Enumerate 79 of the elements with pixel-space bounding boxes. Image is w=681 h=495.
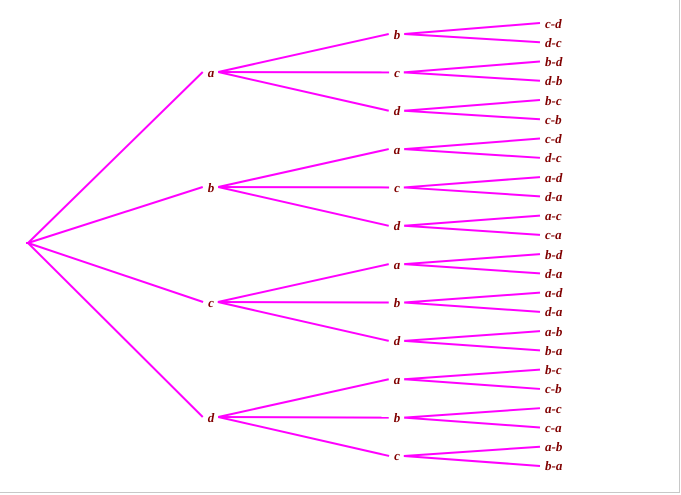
branch-line (404, 186, 540, 198)
branch-line (404, 138, 540, 150)
branch-line (404, 224, 540, 236)
outcome-label: a-d (545, 170, 562, 185)
branch-label: d (394, 103, 400, 118)
branch-line (404, 22, 540, 35)
outcome-label: d-a (545, 266, 562, 281)
branch-line (404, 71, 540, 82)
branch-line (27, 71, 204, 244)
outcome-label: a-c (545, 400, 562, 416)
outcome-label: d-c (545, 150, 562, 166)
branch-line (404, 60, 540, 74)
branch-line (404, 407, 540, 419)
branch-line (404, 110, 540, 120)
branch-line (404, 368, 540, 380)
outcome-label: b-d (545, 246, 562, 262)
branch-line (404, 253, 540, 266)
branch-label: d (394, 333, 400, 348)
branch-label: b (394, 26, 400, 42)
branch-line (404, 263, 540, 274)
branch-label: b (394, 410, 400, 426)
outcome-label: b-a (545, 458, 562, 474)
branch-label: a (394, 256, 400, 272)
branch-line (404, 330, 540, 342)
outcome-label: b-c (545, 362, 562, 378)
branch-line (28, 186, 204, 244)
outcome-label: c-d (545, 16, 562, 30)
outcome-label: a-d (545, 285, 562, 300)
outcome-label: d-a (545, 304, 562, 320)
outcome-label: c-a (545, 420, 562, 435)
outcome-label: c-b (545, 381, 562, 396)
branch-label: a (394, 142, 400, 157)
branch-line (404, 214, 540, 227)
branch-line (218, 378, 389, 418)
branch-line (404, 340, 540, 352)
branch-line (27, 242, 204, 418)
branch-line (404, 176, 540, 188)
branch-line (404, 33, 540, 44)
outcome-label: d-c (545, 34, 562, 50)
branch-label: b (394, 295, 400, 310)
outcome-label: d-b (545, 73, 562, 88)
branch-line (218, 71, 390, 74)
branch-label: c (208, 294, 214, 310)
branch-line (404, 378, 540, 390)
outcome-label: b-d (545, 54, 562, 70)
branch-label: a (208, 64, 214, 80)
branch-line (218, 263, 389, 303)
outcome-label: b-c (545, 92, 562, 108)
branch-line (218, 186, 389, 227)
branch-line (218, 33, 389, 73)
branch-line (218, 71, 389, 112)
branch-line (218, 148, 389, 188)
branch-line (404, 99, 540, 112)
branch-line (218, 416, 389, 419)
outcome-label: a-b (545, 439, 562, 454)
branch-line (218, 301, 389, 342)
outcome-label: c-a (545, 227, 562, 242)
outcome-label: d-a (545, 188, 562, 204)
outcome-label: b-a (545, 342, 562, 358)
outcome-label: a-b (545, 324, 562, 339)
branch-line (404, 416, 540, 428)
outcome-label: a-c (545, 208, 562, 224)
branch-line (218, 416, 390, 457)
outcome-label: c-b (545, 112, 562, 127)
branch-label: d (394, 218, 400, 234)
branch-line (218, 186, 390, 188)
branch-label: a (394, 372, 400, 387)
branch-line (218, 301, 389, 304)
branch-label: c (394, 448, 400, 464)
branch-label: c (394, 180, 400, 195)
branch-label: c (394, 64, 400, 80)
branch-line (404, 454, 540, 467)
branch-line (404, 302, 540, 313)
branch-line (28, 242, 204, 303)
outcome-label: c-d (545, 131, 562, 146)
branch-line (404, 148, 540, 159)
branch-label: d (208, 410, 214, 424)
branch-line (404, 292, 540, 304)
branch-label: b (208, 180, 214, 194)
